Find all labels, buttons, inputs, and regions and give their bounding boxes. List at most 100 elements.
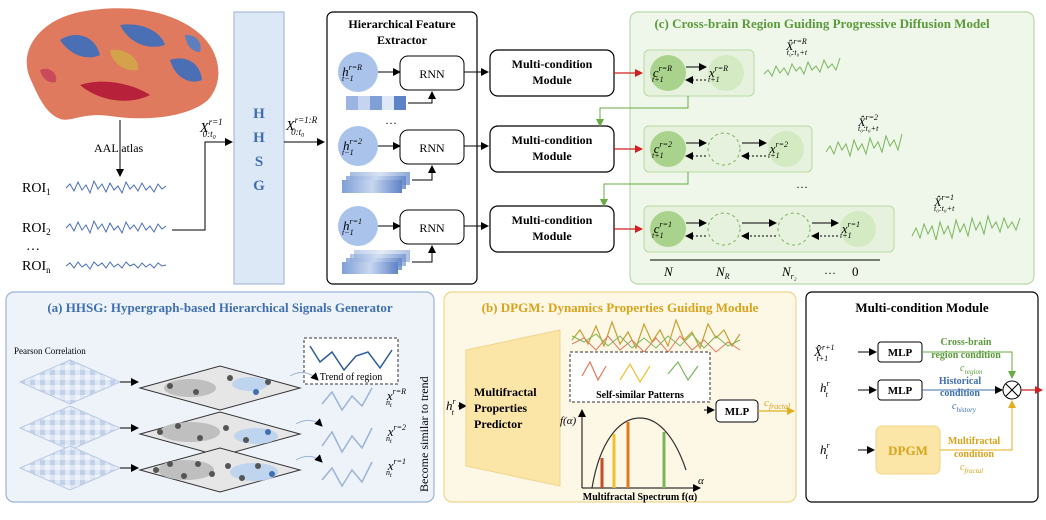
roi-2-signal xyxy=(65,219,167,235)
cond1-line1: Cross-brain xyxy=(941,337,992,348)
intermediate-node-1a xyxy=(707,212,741,246)
cond3-line1: Multifractal xyxy=(948,436,1000,447)
mcm-r-line2: Module xyxy=(532,73,572,87)
cond3-line2: condition xyxy=(954,449,994,460)
axis-nr2: Nr₂ xyxy=(781,264,797,281)
roi-ellipsis: … xyxy=(26,239,40,254)
extractor-title-1: Hierarchical Feature xyxy=(348,17,456,31)
hidden-state-r-node xyxy=(338,52,378,92)
atlas-label: AAL atlas xyxy=(94,141,144,155)
panel-c-title: (c) Cross-brain Region Guiding Progressi… xyxy=(654,16,990,31)
patterns-label: Self-similar Patterns xyxy=(596,390,684,401)
become-similar-label: Become similar to trend xyxy=(417,376,431,492)
rnn-2-label: RNN xyxy=(419,141,445,155)
hypergraph-layer-1 xyxy=(138,447,302,493)
rnn-r-box xyxy=(399,55,465,91)
hhsg-letter-4: G xyxy=(253,178,265,194)
panel-b-mlp-label: MLP xyxy=(725,406,750,418)
panel-b-title: (b) DPGM: Dynamics Properties Guiding Mo… xyxy=(482,300,759,315)
roi-to-hhsg-arrow xyxy=(172,138,233,231)
roi-n-label: ROIn xyxy=(22,259,51,275)
predictor-line2: Properties xyxy=(474,401,527,415)
signal-2 xyxy=(321,427,373,454)
c-node-2 xyxy=(650,131,686,167)
c-fractal-label: cfractal xyxy=(764,397,791,411)
predictor-line1: Multifractal xyxy=(474,385,537,399)
brain-image xyxy=(26,8,219,120)
cond2-line2: condition xyxy=(940,388,980,399)
roi-1-signal xyxy=(65,179,167,195)
diffusion-row-2 xyxy=(643,125,813,173)
x-node-2 xyxy=(768,131,804,167)
feature-bars-2 xyxy=(342,172,410,193)
c-node-r xyxy=(650,55,686,91)
bars-to-rnn-arrow-1 xyxy=(412,245,436,263)
hypergraph-layer-2 xyxy=(138,411,302,457)
hhsg-letter-1: H xyxy=(253,106,265,122)
hidden-state-1-node xyxy=(338,206,378,246)
mcm-r-line1: Multi-condition xyxy=(512,57,593,71)
pearson-label: Pearson Correlation xyxy=(14,346,86,356)
intermediate-node-1b xyxy=(777,212,811,246)
extractor-title-2: Extractor xyxy=(377,33,428,47)
trend-line xyxy=(309,345,393,372)
x-node-r xyxy=(708,55,744,91)
cross-region-link-2-to-1 xyxy=(600,172,689,207)
axis-n: N xyxy=(663,264,674,279)
rnn-2-box xyxy=(399,129,465,165)
mcm-mlp-1-label: MLP xyxy=(888,347,913,359)
axis-ellipsis: … xyxy=(824,263,836,277)
axis-zero: 0 xyxy=(852,264,859,279)
signal-r xyxy=(321,387,373,412)
mcm-mlp-2-label: MLP xyxy=(888,385,913,397)
bars-to-rnn-arrow-2 xyxy=(412,165,436,181)
hhsg-block xyxy=(233,11,285,285)
spectrum-curve xyxy=(591,417,687,489)
panel-mcm-title: Multi-condition Module xyxy=(855,300,988,315)
spectrum-label: Multifractal Spectrum f(α) xyxy=(583,492,697,503)
signal-1 xyxy=(321,461,373,488)
cond2-line1: Historical xyxy=(939,376,981,387)
patterns-box xyxy=(569,351,711,403)
diffusion-row-1 xyxy=(643,205,895,253)
feature-bars-r xyxy=(346,96,406,110)
out-r-signal xyxy=(763,57,841,78)
out-1-signal xyxy=(911,214,1021,241)
feature-bars-1 xyxy=(342,250,410,274)
roi-2-label: ROI2 xyxy=(22,221,51,237)
rnn-1-label: RNN xyxy=(419,221,445,235)
axis-nr: NR xyxy=(715,264,730,281)
cond2-symbol: chistory xyxy=(952,401,977,414)
trend-label: Trend of region xyxy=(320,372,382,383)
bars-to-rnn-arrow-r xyxy=(408,91,436,104)
c-node-1 xyxy=(650,211,686,247)
intermediate-node-2 xyxy=(707,132,741,166)
hhsg-letter-3: S xyxy=(255,154,263,170)
predictor-line3: Predictor xyxy=(474,417,523,431)
cond3-symbol: cfractal xyxy=(960,462,983,475)
hidden-state-2-node xyxy=(338,126,378,166)
x-node-1 xyxy=(840,211,876,247)
cond1-line2: region condition xyxy=(931,350,1001,361)
panel-a-title: (a) HHSG: Hypergraph-based Hierarchical … xyxy=(47,300,393,315)
roi-1-label: ROI1 xyxy=(22,181,51,197)
mcm-2-line1: Multi-condition xyxy=(512,133,593,147)
correlation-matrices xyxy=(18,359,122,491)
cond1-symbol: cregion xyxy=(960,363,983,376)
hhsg-letter-2: H xyxy=(253,130,265,146)
